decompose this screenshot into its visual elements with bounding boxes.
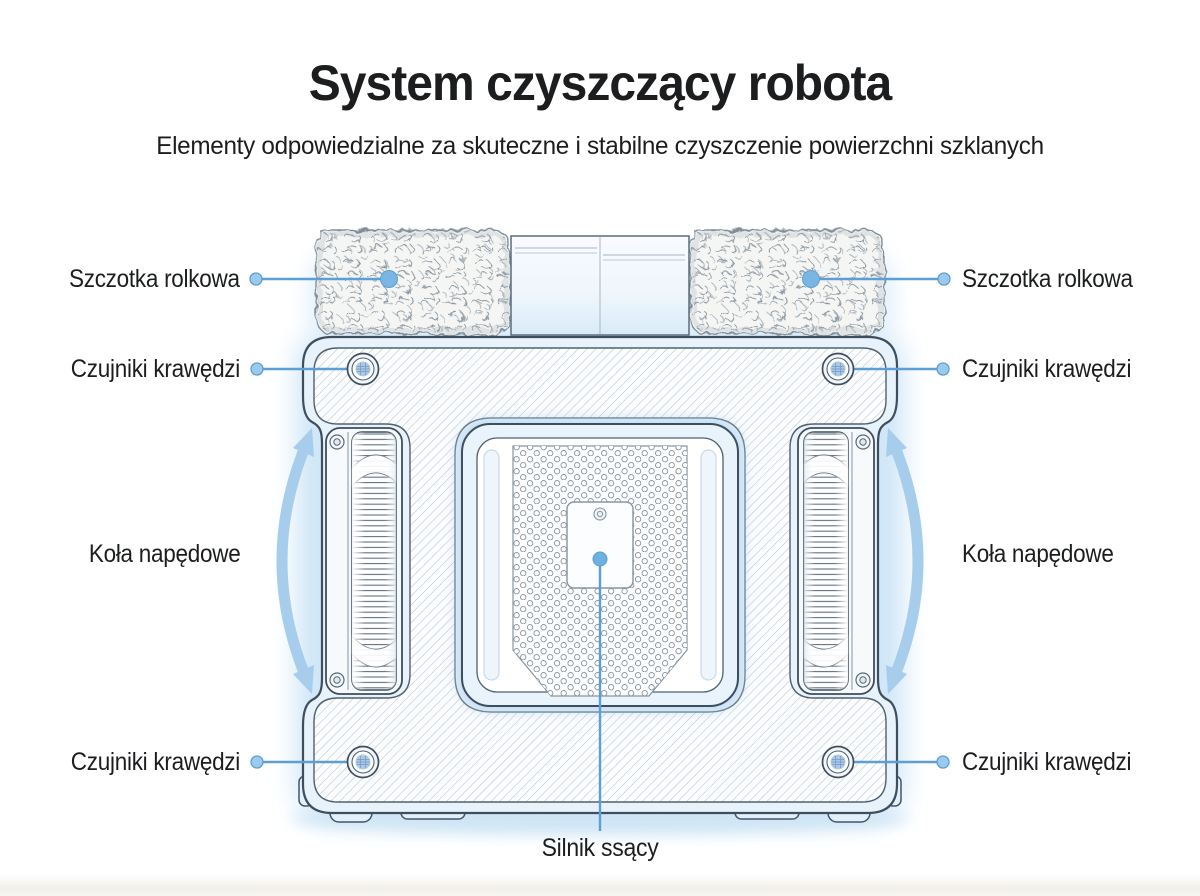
page-subtitle: Elementy odpowiedzialne za skuteczne i s… xyxy=(156,132,1044,160)
motor-cover xyxy=(566,501,634,589)
edge-sensor-top-right xyxy=(821,352,855,386)
label-drive-wheels-right: Koła napędowe xyxy=(962,540,1114,568)
dot-roller-brush-right xyxy=(802,270,820,288)
drive-wheel-left xyxy=(326,428,402,694)
roller-brush-right xyxy=(690,230,884,334)
center-block xyxy=(510,235,690,336)
page-title: System czyszczący robota xyxy=(308,55,893,111)
label-roller-brush-left: Szczotka rolkowa xyxy=(69,265,240,293)
bottom-band xyxy=(0,874,1200,896)
label-edge-sensors-bottom-right: Czujniki krawędzi xyxy=(962,748,1132,776)
leader-endpoints xyxy=(249,270,951,769)
label-roller-brush-right: Szczotka rolkowa xyxy=(962,265,1133,293)
label-edge-sensors-bottom-left: Czujniki krawędzi xyxy=(70,748,240,776)
edge-sensor-bottom-left xyxy=(346,745,380,779)
leader-lines xyxy=(262,277,938,831)
dot-roller-brush-left xyxy=(380,270,398,288)
label-edge-sensors-top-left: Czujniki krawędzi xyxy=(70,355,240,383)
label-suction-motor: Silnik ssący xyxy=(541,834,659,862)
edge-sensor-top-left xyxy=(346,352,380,386)
cover-screw-icon xyxy=(593,507,607,521)
edge-sensor-bottom-right xyxy=(821,745,855,779)
dot-suction-motor xyxy=(592,551,608,567)
drive-wheel-right xyxy=(798,428,874,694)
label-edge-sensors-top-right: Czujniki krawędzi xyxy=(962,355,1132,383)
roller-brush-left xyxy=(316,230,510,334)
label-drive-wheels-left: Koła napędowe xyxy=(88,540,240,568)
